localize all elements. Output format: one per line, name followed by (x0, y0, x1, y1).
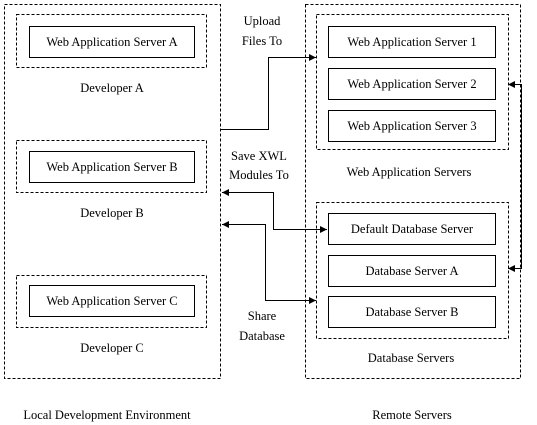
web-app-server-3-box (328, 110, 496, 142)
default-database-server-label: Default Database Server (351, 222, 474, 236)
web-app-server-b-label: Web Application Server B (46, 160, 177, 174)
web-servers-group (316, 14, 509, 150)
web-app-server-3-label: Web Application Server 3 (347, 119, 476, 133)
web-app-server-1-label: Web Application Server 1 (347, 35, 476, 49)
save-label-line-1: Save XWL (231, 149, 287, 163)
default-database-server-box (328, 213, 496, 245)
web-db-link-arrow (508, 81, 522, 272)
upload-label-line-2: Files To (242, 34, 282, 48)
web-app-server-1-box (328, 26, 496, 58)
developer-a-group (16, 14, 207, 68)
web-servers-title: Web Application Servers (347, 165, 472, 179)
local-environment-title: Local Development Environment (23, 408, 191, 422)
upload-files-arrow (221, 54, 316, 130)
remote-servers-title: Remote Servers (372, 408, 452, 422)
web-app-server-c-label: Web Application Server C (46, 294, 177, 308)
web-app-server-b-box (29, 151, 195, 183)
database-server-a-label: Database Server A (365, 264, 458, 278)
save-modules-arrow (222, 189, 327, 233)
developer-c-label: Developer C (80, 341, 144, 355)
developer-b-label: Developer B (80, 206, 144, 220)
share-label-line-1: Share (248, 309, 277, 323)
database-server-b-box (328, 296, 496, 328)
web-app-server-2-box (328, 68, 496, 100)
developer-a-label: Developer A (80, 81, 144, 95)
web-app-server-c-box (29, 285, 195, 317)
developer-b-group (16, 140, 207, 193)
upload-label-line-1: Upload (244, 14, 282, 28)
web-app-server-2-label: Web Application Server 2 (347, 77, 476, 91)
share-label-line-2: Database (239, 329, 285, 343)
developer-c-group (16, 275, 207, 328)
web-app-server-a-label: Web Application Server A (46, 35, 177, 49)
database-servers-title: Database Servers (368, 351, 455, 365)
database-server-b-label: Database Server B (365, 305, 458, 319)
database-server-a-box (328, 255, 496, 287)
share-database-arrow (222, 221, 316, 304)
local-environment-container (4, 4, 221, 379)
save-label-line-2: Modules To (229, 168, 289, 182)
web-app-server-a-box (29, 26, 195, 58)
